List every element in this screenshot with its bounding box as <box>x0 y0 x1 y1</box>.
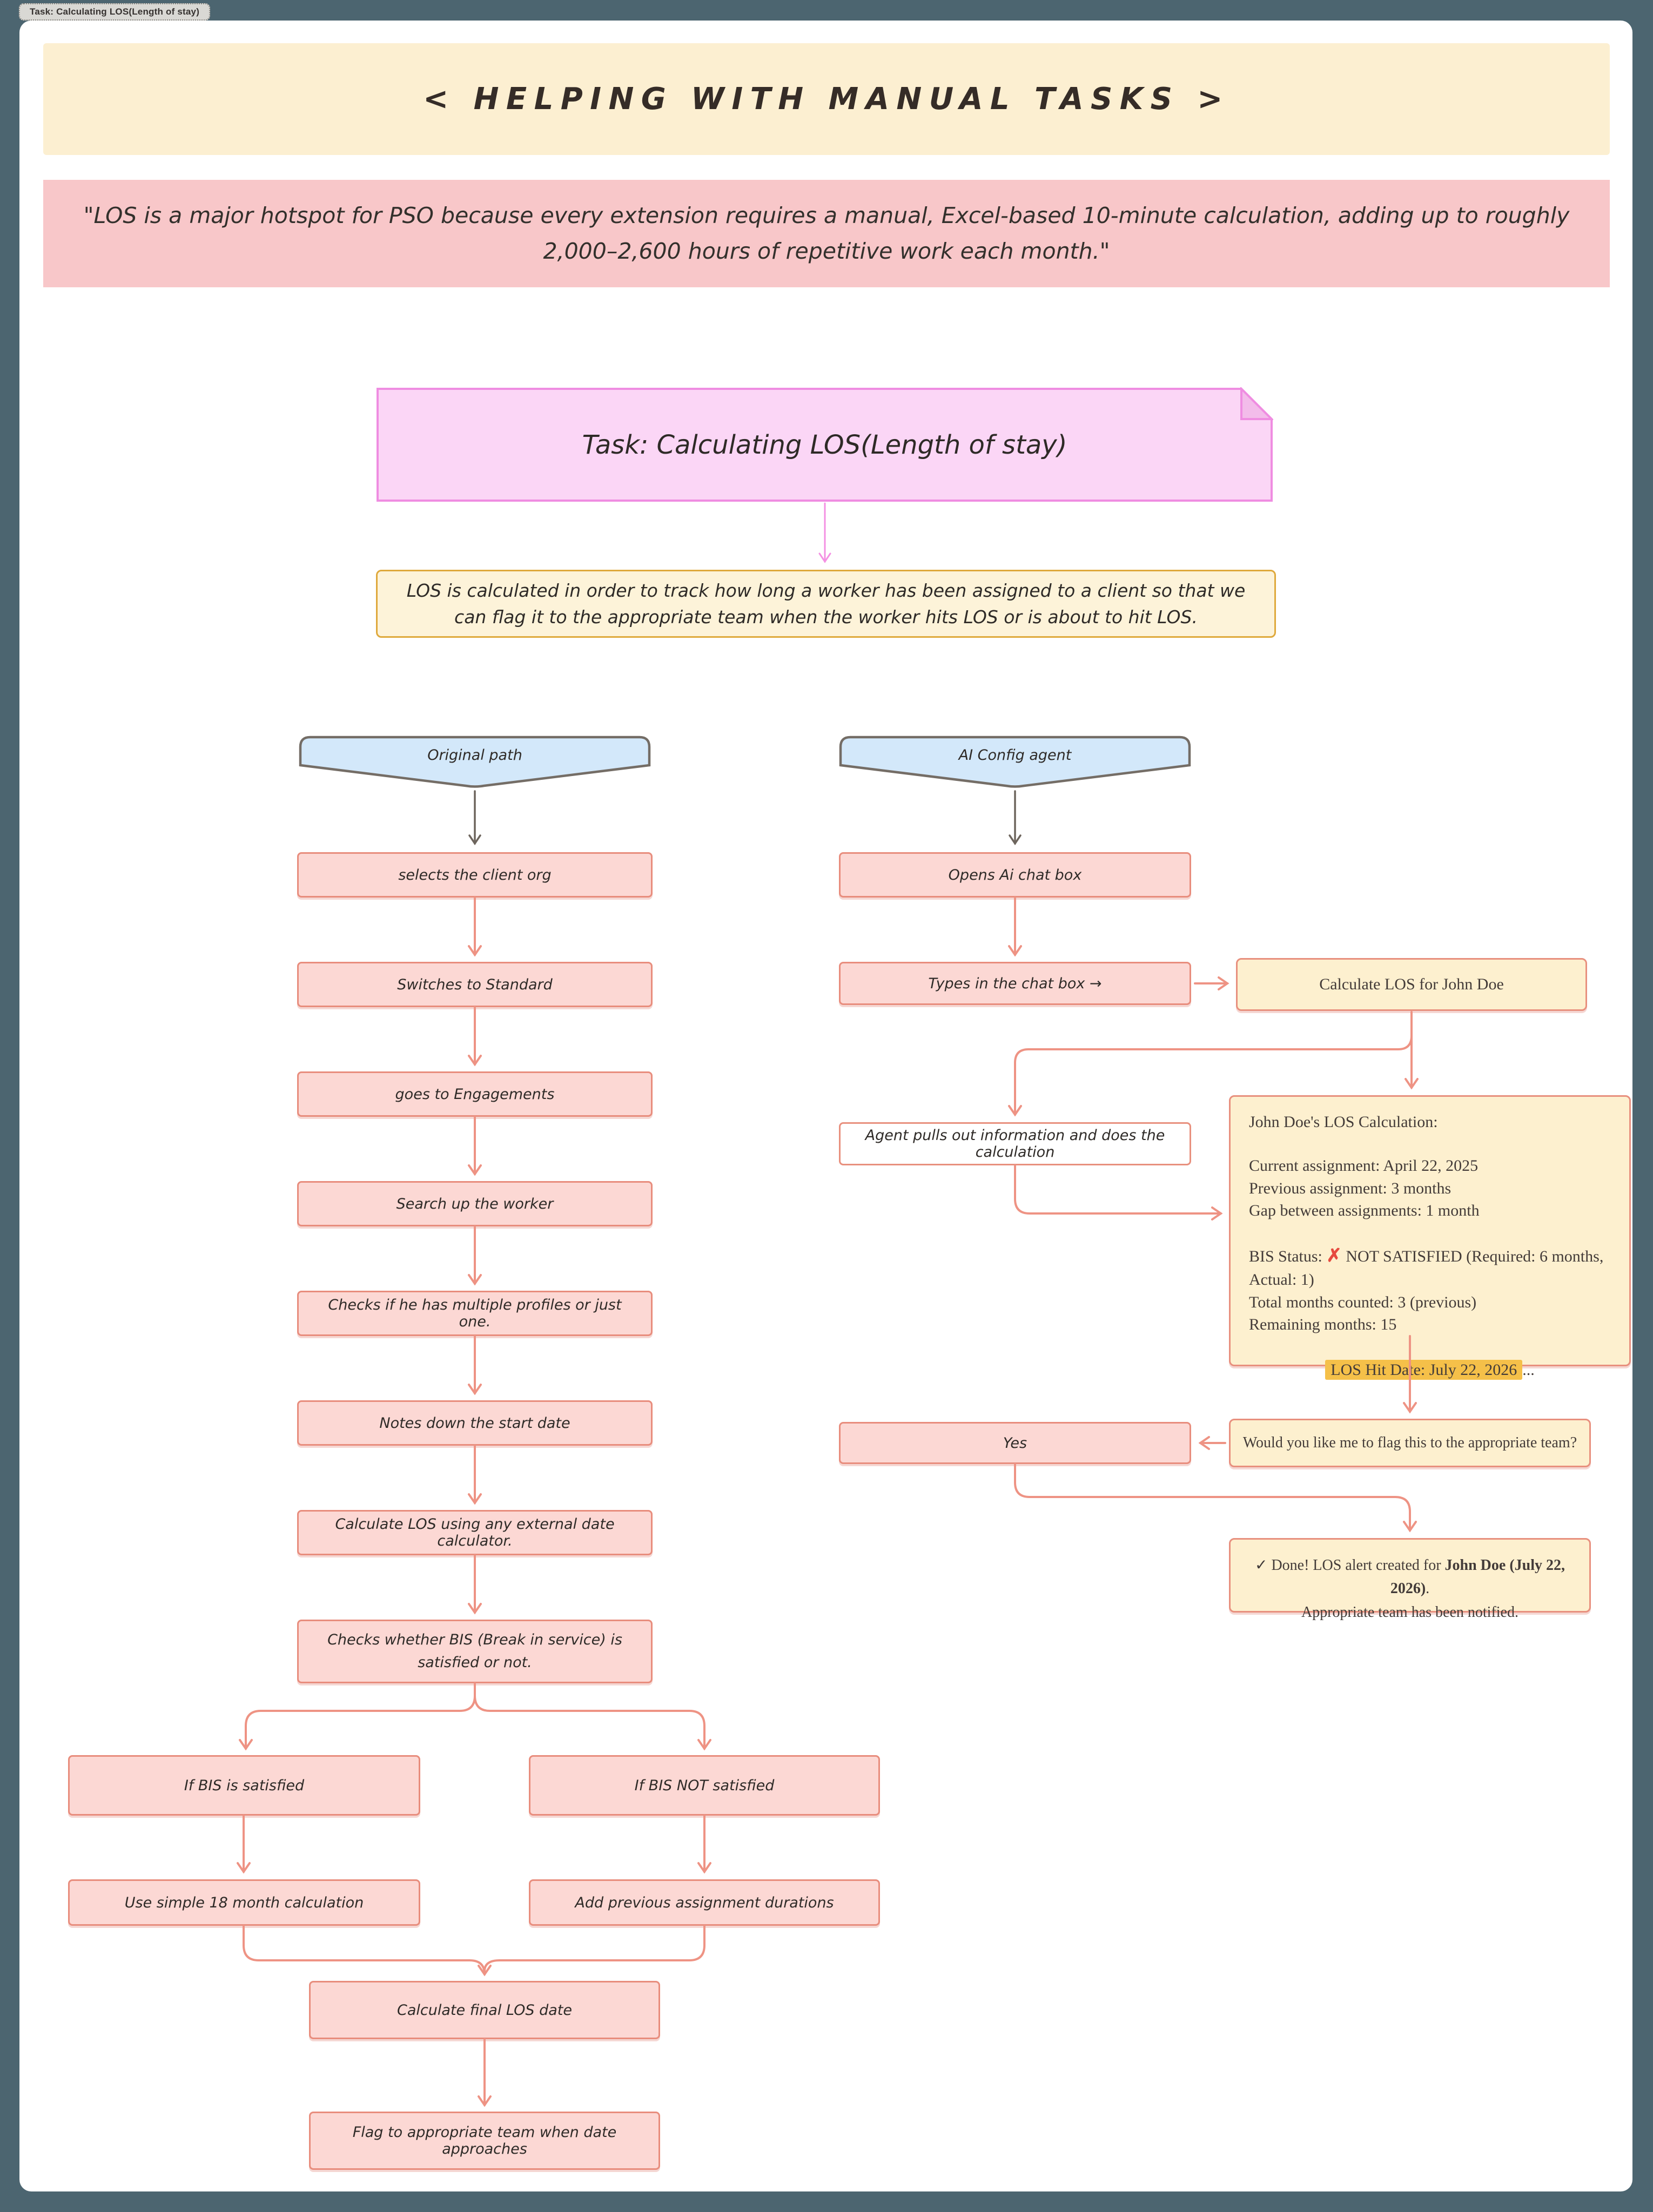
ai-done-box[interactable]: ✓ Done! LOS alert created for John Doe (… <box>1229 1538 1591 1621</box>
step-check-bis[interactable]: Checks whether BIS (Break in service) is… <box>297 1620 653 1683</box>
original-path-header[interactable] <box>295 733 655 791</box>
description-text: LOS is calculated in order to track how … <box>406 579 1246 628</box>
ai-step-type-chat[interactable]: Types in the chat box → <box>839 962 1191 1005</box>
calc-bis-line: BIS Status: ✗ NOT SATISFIED (Required: 6… <box>1249 1244 1611 1291</box>
step-check-profiles[interactable]: Checks if he has multiple profiles or ju… <box>297 1291 653 1336</box>
bis-status: NOT SATISFIED (Required: 6 months, Actua… <box>1249 1247 1604 1289</box>
action-add-previous[interactable]: Add previous assignment durations <box>529 1879 880 1926</box>
ai-path-header[interactable] <box>835 733 1195 791</box>
pentagon-shape <box>839 736 1191 788</box>
bis-prefix: BIS Status: <box>1249 1247 1327 1265</box>
check-icon: ✓ <box>1254 1557 1268 1574</box>
board-tab-label: Task: Calculating LOS(Length of stay) <box>30 6 200 17</box>
task-note-title: Task: Calculating LOS(Length of stay) <box>582 429 1067 460</box>
calc-previous: Previous assignment: 3 months <box>1249 1179 1452 1197</box>
step-label: Agent pulls out information and does the… <box>865 1127 1165 1161</box>
step-label: Flag to appropriate team when date appro… <box>352 2124 617 2157</box>
question-text: Would you like me to flag this to the ap… <box>1242 1434 1577 1451</box>
spacer <box>1249 1222 1611 1244</box>
step-label: Types in the chat box → <box>928 975 1102 992</box>
step-goes-engagements[interactable]: goes to Engagements <box>297 1071 653 1117</box>
pentagon-shape <box>299 736 651 788</box>
step-label: Search up the worker <box>396 1195 554 1212</box>
calc-remaining: Remaining months: 15 <box>1249 1316 1397 1334</box>
ai-calculation-result[interactable]: John Doe's LOS Calculation: Current assi… <box>1229 1095 1631 1380</box>
board-tab[interactable]: Task: Calculating LOS(Length of stay) <box>19 3 211 21</box>
step-label: selects the client org <box>398 866 552 884</box>
sticky-note[interactable] <box>376 387 1273 502</box>
action-simple-18-month[interactable]: Use simple 18 month calculation <box>68 1879 420 1926</box>
step-label: Checks whether BIS (Break in service) is… <box>327 1631 622 1671</box>
page-title: < HELPING WITH MANUAL TASKS > <box>423 82 1230 117</box>
title-banner[interactable]: < HELPING WITH MANUAL TASKS > <box>43 43 1610 155</box>
step-label: Checks if he has multiple profiles or ju… <box>328 1297 622 1330</box>
branch-bis-not-satisfied[interactable]: If BIS NOT satisfied <box>529 1755 880 1816</box>
step-calc-final-los[interactable]: Calculate final LOS date <box>309 1981 660 2039</box>
branch-bis-satisfied[interactable]: If BIS is satisfied <box>68 1755 420 1816</box>
ai-prompt-box[interactable]: Calculate LOS for John Doe <box>1236 958 1587 1011</box>
branch-label: If BIS is satisfied <box>184 1777 305 1794</box>
sticky-note-shape <box>377 388 1273 502</box>
ai-answer-yes[interactable]: Yes <box>839 1422 1191 1464</box>
calc-current: Current assignment: April 22, 2025 <box>1249 1157 1479 1175</box>
answer-label: Yes <box>1003 1434 1027 1452</box>
step-switch-standard[interactable]: Switches to Standard <box>297 962 653 1007</box>
step-flag-team[interactable]: Flag to appropriate team when date appro… <box>309 2112 660 2170</box>
calc-gap: Gap between assignments: 1 month <box>1249 1202 1480 1220</box>
spacer <box>1249 1133 1611 1155</box>
step-label: Calculate LOS using any external date ca… <box>335 1516 615 1549</box>
step-label: goes to Engagements <box>395 1085 555 1103</box>
sticky-note-title-wrap: Task: Calculating LOS(Length of stay) <box>376 387 1273 502</box>
step-calc-external[interactable]: Calculate LOS using any external date ca… <box>297 1510 653 1555</box>
calc-total: Total months counted: 3 (previous) <box>1249 1293 1477 1311</box>
action-label: Use simple 18 month calculation <box>124 1894 364 1911</box>
step-label: Switches to Standard <box>397 976 553 993</box>
ellipsis: ... <box>1522 1360 1535 1379</box>
calc-title: John Doe's LOS Calculation: <box>1249 1113 1438 1131</box>
done-text2: . <box>1426 1580 1430 1597</box>
step-note-start-date[interactable]: Notes down the start date <box>297 1400 653 1446</box>
done-line2: Appropriate team has been notified. <box>1301 1603 1518 1621</box>
done-text: Done! LOS alert created for <box>1267 1557 1445 1574</box>
folded-corner-icon <box>1240 387 1273 420</box>
step-label: Notes down the start date <box>379 1414 570 1432</box>
action-label: Add previous assignment durations <box>575 1894 834 1911</box>
done-line1: ✓ Done! LOS alert created for John Doe (… <box>1247 1554 1573 1601</box>
step-label: Opens Ai chat box <box>948 866 1082 884</box>
description-box[interactable]: LOS is calculated in order to track how … <box>376 570 1276 638</box>
branch-label: If BIS NOT satisfied <box>634 1777 775 1794</box>
calc-hit-date-line: LOS Hit Date: July 22, 2026... <box>1249 1359 1611 1381</box>
ai-question-box[interactable]: Would you like me to flag this to the ap… <box>1229 1419 1591 1467</box>
prompt-text: Calculate LOS for John Doe <box>1319 975 1504 993</box>
ai-path-header-label: AI Config agent <box>958 747 1072 764</box>
cross-icon: ✗ <box>1326 1245 1342 1266</box>
step-search-worker[interactable]: Search up the worker <box>297 1181 653 1226</box>
step-label: Calculate final LOS date <box>397 2001 572 2019</box>
quote-banner[interactable]: "LOS is a major hotspot for PSO because … <box>43 180 1610 287</box>
ai-step-open-chat[interactable]: Opens Ai chat box <box>839 852 1191 898</box>
ai-step-agent-calculates[interactable]: Agent pulls out information and does the… <box>839 1122 1191 1165</box>
quote-text: "LOS is a major hotspot for PSO because … <box>83 202 1570 264</box>
los-hit-date-highlight: LOS Hit Date: July 22, 2026 <box>1325 1359 1523 1380</box>
done-bold-text: John Doe (July 22, 2026) <box>1390 1557 1565 1597</box>
step-select-client-org[interactable]: selects the client org <box>297 852 653 898</box>
original-path-header-label: Original path <box>427 747 522 764</box>
